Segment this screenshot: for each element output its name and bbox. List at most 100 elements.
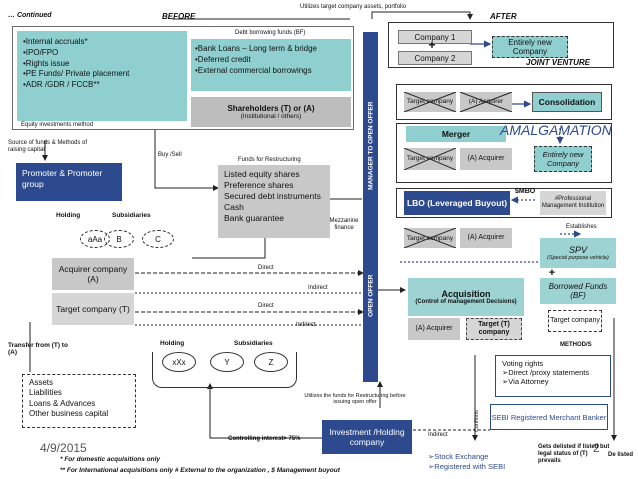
delisted-note: Gets delisted if listed but legal status… — [538, 444, 610, 464]
lbo-box: LBO (Leveraged Buyout) — [404, 191, 510, 215]
footnote-international: ** For International acquisitions only #… — [60, 467, 340, 474]
source-of-funds-label: Source of funds & Methods of raising cap… — [8, 140, 88, 153]
date-label: 4/9/2015 — [40, 441, 87, 455]
page-number: 2 — [593, 441, 600, 455]
professional-management-box: #Professional Management Institution — [540, 191, 606, 215]
voting-rights-box: Voting rights ➢Direct /proxy statements … — [495, 355, 611, 397]
controlling-interest-label: Controlling interest> 75% — [228, 436, 301, 442]
subsidiary-oval: C — [142, 230, 174, 248]
instrument-item: Cash — [224, 202, 244, 213]
equity-source-item: •Internal accruals* — [23, 37, 88, 46]
after-heading: AFTER — [490, 12, 517, 21]
indirect-label: Indirect — [296, 322, 316, 328]
instrument-item: Listed equity shares — [224, 169, 300, 179]
debt-source-item: •Bank Loans – Long term & bridge — [195, 44, 317, 53]
amalgamation-label: AMALGAMATION — [500, 122, 612, 138]
confirms-label: Confirms — [473, 410, 480, 433]
subsidiary-oval: Y — [210, 352, 244, 372]
delisted-label: De listed — [608, 452, 634, 458]
assets-box: Assets Liabilities Loans & Advances Othe… — [22, 374, 136, 428]
instruments-box: Listed equity shares Preference shares S… — [218, 165, 330, 238]
lbo-panel — [396, 188, 612, 218]
spv-target-box: Target company — [548, 310, 602, 332]
asset-item: Assets — [29, 378, 54, 387]
debt-source-item: •External commercial borrowings — [195, 65, 312, 75]
voting-rights-item: ➢Direct /proxy statements — [502, 368, 590, 377]
asset-item: Liabilities — [29, 388, 62, 398]
entirely-new-company-box: Entirely new Company — [492, 36, 568, 58]
method-label: METHOD/S — [560, 342, 592, 348]
consolidation-box: Consolidation — [532, 92, 602, 112]
acquisition-acquirer: (A) Acquirer — [408, 318, 460, 340]
plus-symbol: + — [428, 38, 436, 52]
utilizes-label: Utilizes target company assets, portfoli… — [300, 4, 407, 10]
utilizes-funds-label: Utilizes the funds for Restructuring bef… — [304, 393, 406, 406]
instrument-item: Preference shares — [224, 180, 294, 191]
strike-marks — [404, 148, 456, 170]
equity-source-item: •ADR /GDR / FCCB** — [23, 80, 100, 90]
subsidiary-oval: B — [104, 230, 134, 248]
consolidation-panel — [396, 84, 612, 120]
shareholders-box: Shareholders (T) or (A) (Institutional /… — [191, 97, 351, 127]
before-heading: BEFORE — [162, 12, 196, 21]
promoter-box: Promoter & Promoter group — [16, 163, 122, 201]
establishes-label: Establishes — [566, 224, 597, 230]
borrowed-funds-box: Borrowed Funds (BF) — [540, 278, 616, 304]
direct-label: Direct — [258, 303, 274, 309]
target-company-box: Target company (T) — [52, 293, 134, 325]
manager-open-offer-label: MANAGER TO OPEN OFFER — [367, 101, 375, 190]
stock-exchange-list: ➢Stock Exchange ➢Registered with SEBI — [428, 452, 505, 472]
acquirer-company-box: Acquirer company (A) — [52, 258, 134, 290]
shareholders-subtitle: (Institutional / others) — [240, 112, 302, 120]
acquirer-label: (A) Acquirer — [467, 234, 505, 242]
subsidiary-oval: Z — [254, 352, 288, 372]
joint-venture-label: JOINT VENTURE — [526, 58, 591, 67]
acquirer-label: (A) Acquirer — [468, 97, 504, 105]
indirect-label: Indirect — [308, 285, 328, 291]
subsidiaries-label: Subsidiaries — [112, 212, 151, 219]
acquisition-box: Acquisition (Control of management Decis… — [408, 278, 524, 316]
equity-source-item: •IPO/FPO — [23, 47, 59, 57]
entirely-new-company-box: Entirely new Company — [534, 146, 592, 172]
funding-sources-panel: •Internal accruals* •IPO/FPO •Rights iss… — [12, 26, 354, 130]
target-company-label: Target company — [406, 154, 454, 162]
holding-label: Holding — [160, 340, 185, 347]
voting-rights-item: ➢Via Attorney — [502, 377, 549, 386]
acquisition-target: Target (T) company — [466, 318, 522, 340]
stock-exchange-item: ➢Registered with SEBI — [428, 461, 506, 471]
instruments-list: Listed equity shares Preference shares S… — [224, 169, 324, 224]
strike-marks — [404, 228, 456, 248]
merger-box: Merger — [406, 126, 506, 142]
asset-item: Loans & Advances — [29, 398, 96, 408]
instrument-item: Secured debt instruments — [224, 191, 321, 202]
indirect-label: Indirect — [428, 432, 448, 438]
subsidiaries-label: Subsidiaries — [234, 340, 273, 347]
acquisition-title: Acquisition — [441, 289, 491, 299]
amalgamation-panel — [396, 123, 612, 183]
target-company-label: Target company — [406, 97, 454, 105]
equity-method-label: Equity investments method — [21, 122, 94, 128]
asset-item: Other business capital — [29, 409, 109, 419]
equity-source-item: •PE Funds/ Private placement — [23, 69, 130, 79]
continued-label: … Continued — [8, 12, 52, 19]
mezzanine-label: Mezzanine finance — [329, 218, 359, 231]
footnote-domestic: * For domestic acquisitions only — [60, 456, 161, 463]
shareholders-title: Shareholders (T) or (A) — [227, 103, 315, 113]
instrument-item: Bank guarantee — [224, 213, 285, 224]
spv-title: SPV — [568, 245, 587, 255]
debt-source-item: •Deferred credit — [195, 54, 251, 64]
open-offer-label: OPEN OFFER — [367, 274, 375, 317]
transfer-label: Transfer from (T) to (A) — [8, 342, 68, 357]
equity-sources-box: •Internal accruals* •IPO/FPO •Rights iss… — [17, 31, 187, 121]
holding-label: Holding — [56, 212, 81, 219]
investment-holding-box: Investment /Holding company — [322, 420, 412, 454]
lbo-acquirer: (A) Acquirer — [460, 228, 512, 248]
company-2-box: Company 2 — [398, 51, 472, 65]
sebi-merchant-banker-box: SEBI Registered Merchant Banker — [490, 404, 608, 430]
debt-title: Debt borrowing funds (BF) — [235, 30, 306, 36]
merger-acquirer: (A) Acquirer — [460, 148, 512, 170]
debt-sources-list: •Bank Loans – Long term & bridge •Deferr… — [195, 44, 347, 76]
acquirer-label: (A) Acquirer — [467, 155, 505, 163]
plus-symbol: + — [548, 267, 556, 279]
